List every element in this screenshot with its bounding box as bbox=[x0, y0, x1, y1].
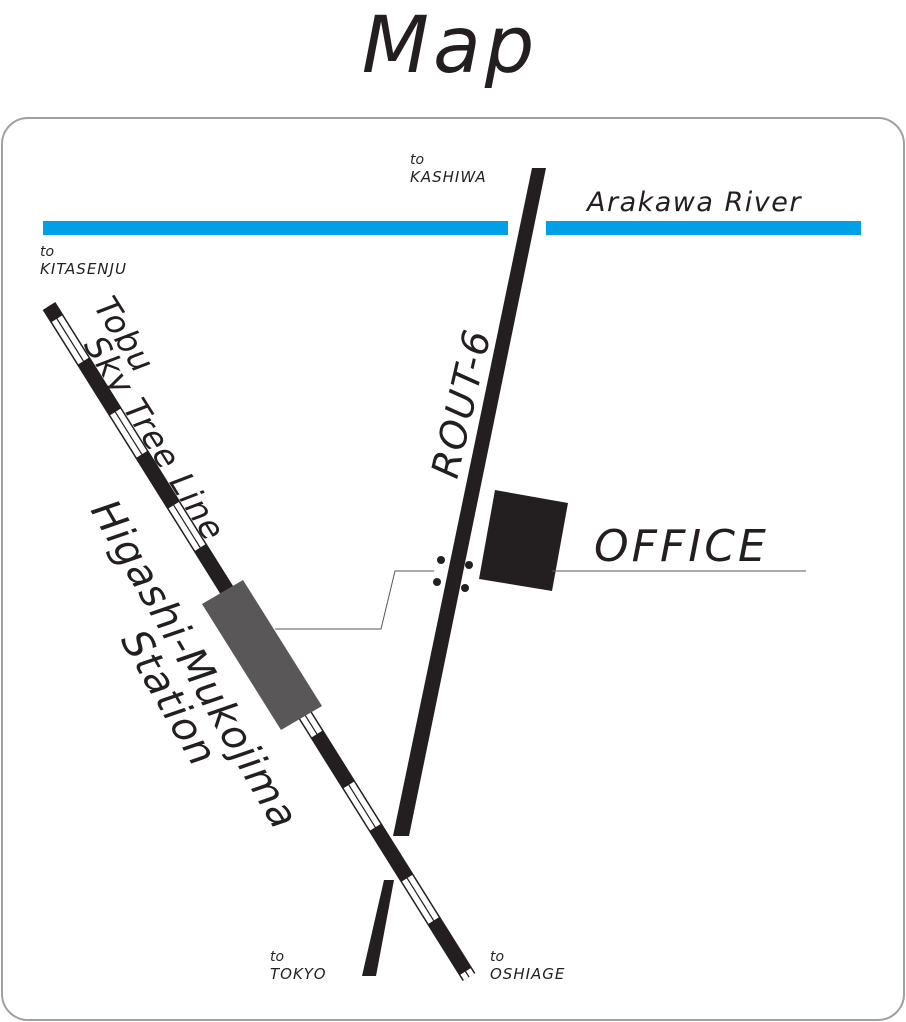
direction-kitasenju: to KITASENJU bbox=[40, 244, 127, 278]
page-title: Map bbox=[362, 1, 539, 91]
station-leader-line bbox=[275, 570, 434, 630]
station-block bbox=[202, 580, 322, 730]
route-6-road bbox=[393, 168, 546, 836]
direction-tokyo-to: to bbox=[270, 949, 284, 965]
direction-kashiwa-to: to bbox=[410, 152, 424, 168]
direction-kashiwa-place: KASHIWA bbox=[410, 168, 487, 186]
direction-tokyo: to TOKYO bbox=[270, 949, 327, 983]
office-label: OFFICE bbox=[594, 521, 769, 572]
direction-oshiage: to OSHIAGE bbox=[490, 949, 565, 983]
direction-oshiage-to: to bbox=[490, 949, 504, 965]
direction-kashiwa: to KASHIWA bbox=[410, 152, 487, 186]
direction-kitasenju-place: KITASENJU bbox=[40, 260, 127, 278]
crosswalk-dots bbox=[433, 556, 473, 592]
river-segment-east bbox=[546, 221, 861, 235]
route-6-road-south bbox=[362, 880, 394, 976]
river-segment-west bbox=[43, 221, 508, 235]
river-label: Arakawa River bbox=[585, 187, 802, 218]
direction-oshiage-place: OSHIAGE bbox=[490, 965, 565, 983]
office-building bbox=[479, 490, 568, 591]
direction-tokyo-place: TOKYO bbox=[270, 965, 327, 983]
direction-kitasenju-to: to bbox=[40, 244, 54, 260]
